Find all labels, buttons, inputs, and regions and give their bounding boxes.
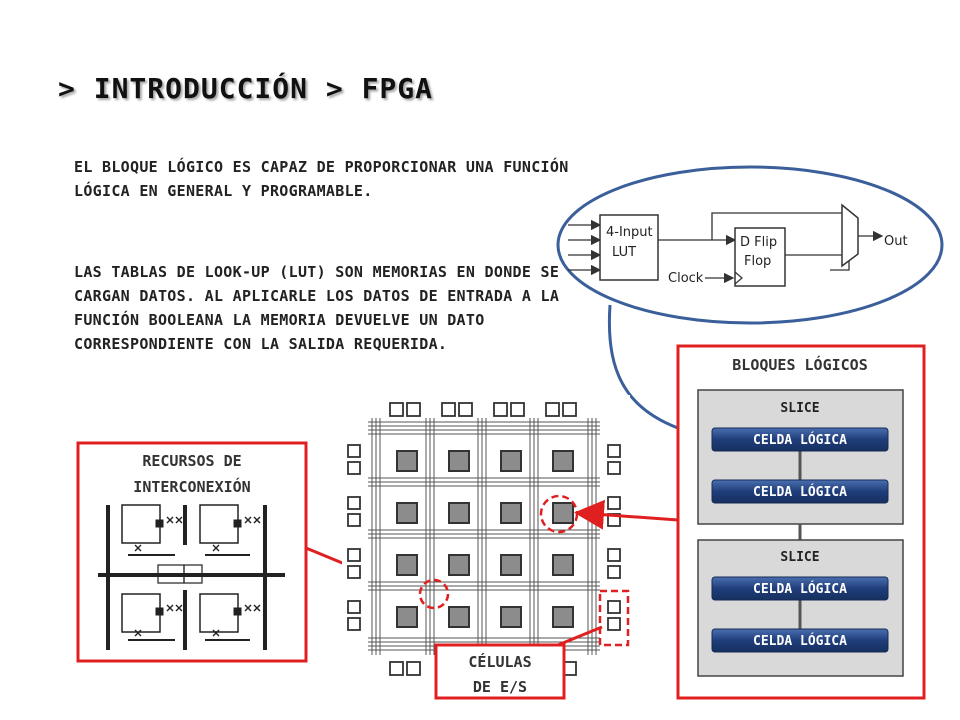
- io-highlight: [598, 589, 630, 647]
- slice-2-cell-2-label: CELDA LÓGICA: [753, 633, 847, 649]
- clock-label: Clock: [668, 271, 704, 286]
- io-label-box: [434, 643, 566, 700]
- flipflop-label-2: Flop: [744, 254, 771, 269]
- logic-blocks-title: BLOQUES LÓGICOS: [732, 355, 867, 374]
- flipflop-block: [734, 227, 786, 287]
- out-label: Out: [884, 234, 908, 249]
- clb-blocks: [396, 450, 574, 628]
- slice-1-label: SLICE: [780, 401, 819, 416]
- slice-2-cell-1-label: CELDA LÓGICA: [753, 581, 847, 597]
- paragraph-logic-block: EL BLOQUE LÓGICO ES CAPAZ DE PROPORCIONA…: [74, 158, 569, 200]
- fpga-grid: [342, 395, 630, 685]
- slice-2-cell-1: [711, 576, 889, 601]
- paragraph-lut: LAS TABLAS DE LOOK-UP (LUT) SON MEMORIAS…: [74, 263, 560, 353]
- lut-label-2: LUT: [612, 245, 636, 260]
- logic-panel-arrow: [574, 499, 679, 530]
- page-title: > INTRODUCCIÓN > FPGA: [58, 72, 434, 105]
- lut-block: [599, 214, 659, 281]
- flipflop-label-1: D Flip: [740, 235, 777, 250]
- mux-shape: [841, 203, 859, 268]
- interconnect-label-2: INTERCONEXIÓN: [133, 477, 250, 496]
- slice-2-label: SLICE: [780, 550, 819, 565]
- slice-1-cell-2-label: CELDA LÓGICA: [753, 484, 847, 500]
- interconnect-box: [76, 441, 308, 663]
- interconnect-label-1: RECURSOS DE: [142, 452, 241, 470]
- io-arrow: [557, 625, 603, 647]
- logic-block-oval: 4-Input LUT D Flip Flop Clock Out: [556, 165, 944, 325]
- io-label-2: DE E/S: [473, 678, 527, 696]
- slice-1-cell-1: [711, 427, 889, 452]
- interconnect-highlight: [418, 578, 450, 610]
- slice-1-cell-2: [711, 479, 889, 504]
- io-label-1: CÉLULAS: [468, 652, 531, 671]
- interconnect-detail: [98, 504, 285, 650]
- slice-2-cell-2: [711, 628, 889, 653]
- lut-label-1: 4-Input: [606, 225, 653, 240]
- lut-input-lines: [568, 219, 602, 276]
- slice-1-cell-1-label: CELDA LÓGICA: [753, 432, 847, 448]
